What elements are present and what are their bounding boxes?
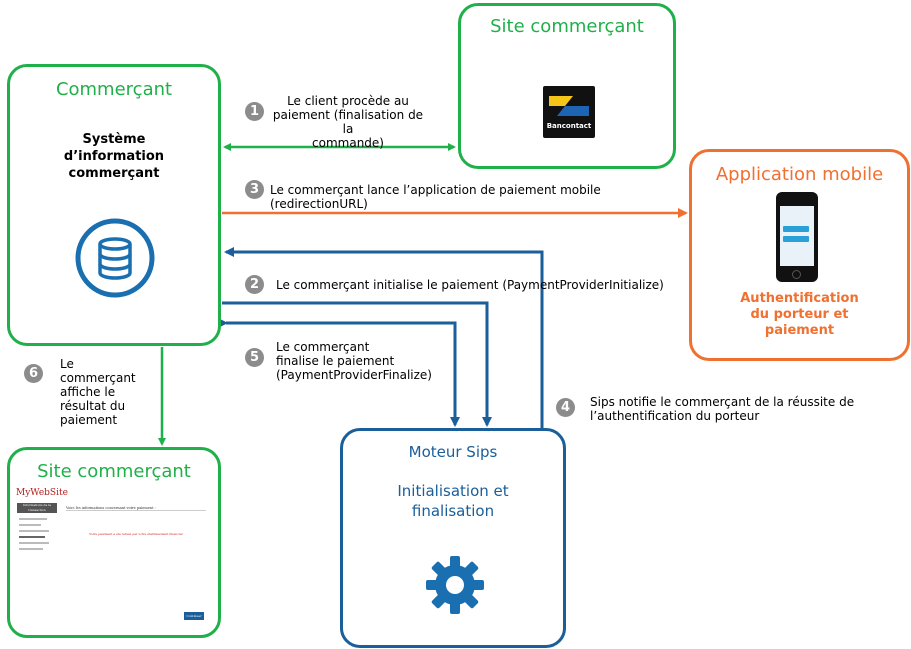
step-5-badge: 5: [245, 348, 264, 367]
step-6-label: Le commerçant affiche le résultat du pai…: [60, 357, 136, 427]
merchant-site-top-title: Site commerçant: [490, 16, 644, 37]
step-4-badge: 4: [556, 398, 575, 417]
gear-icon: [426, 556, 484, 614]
sips-engine-title: Moteur Sips: [408, 443, 498, 461]
step-2-label: Le commerçant initialise le paiement (Pa…: [276, 278, 664, 292]
sips-engine-subtitle: Initialisation et finalisation: [397, 482, 509, 520]
step-1-label: Le client procède au paiement (finalisat…: [272, 94, 424, 150]
database-icon: [75, 218, 155, 298]
step-5-label: Le commerçant finalise le paiement (Paym…: [276, 340, 432, 382]
mobile-app-box: Application mobile Authentification du p…: [689, 149, 910, 361]
mock-panel-title: Informations de la transaction: [17, 503, 57, 513]
mobile-app-caption: Authentification du porteur et paiement: [740, 291, 859, 338]
merchant-box: Commerçant Système d’information commerç…: [7, 64, 221, 346]
arrow-step-2: [222, 301, 492, 427]
merchant-system-label: Système d’information commerçant: [63, 132, 165, 181]
smartphone-icon: [776, 192, 818, 282]
sips-engine-box: Moteur Sips Initialisation et finalisati…: [340, 428, 566, 648]
step-1-badge: 1: [245, 102, 264, 121]
step-3-label: Le commerçant lance l’application de pai…: [270, 183, 601, 211]
merchant-site-top-box: Site commerçant Bancontact: [458, 3, 676, 169]
mobile-app-title: Application mobile: [715, 164, 884, 185]
website-mock: MyWebSite Informations de la transaction…: [16, 486, 206, 622]
mock-continue-button[interactable]: Continuer: [184, 612, 204, 620]
step-3-badge: 3: [245, 180, 264, 199]
mock-message: Votre paiement a été refusé par votre ét…: [89, 532, 183, 536]
bancontact-logo: Bancontact: [543, 86, 595, 138]
mock-sidebar: [17, 514, 57, 574]
mock-heading: Voici les informations concernant votre …: [66, 506, 206, 511]
step-6-badge: 6: [24, 364, 43, 383]
step-2-badge: 2: [245, 275, 264, 294]
arrow-step-4: [224, 247, 544, 428]
mock-brand: MyWebSite: [16, 488, 68, 498]
merchant-site-bottom-title: Site commerçant: [37, 461, 191, 482]
bancontact-logo-text: Bancontact: [546, 122, 592, 130]
arrow-step-5: [218, 318, 460, 427]
step-4-label: Sips notifie le commerçant de la réussit…: [590, 395, 855, 423]
merchant-title: Commerçant: [55, 79, 173, 100]
